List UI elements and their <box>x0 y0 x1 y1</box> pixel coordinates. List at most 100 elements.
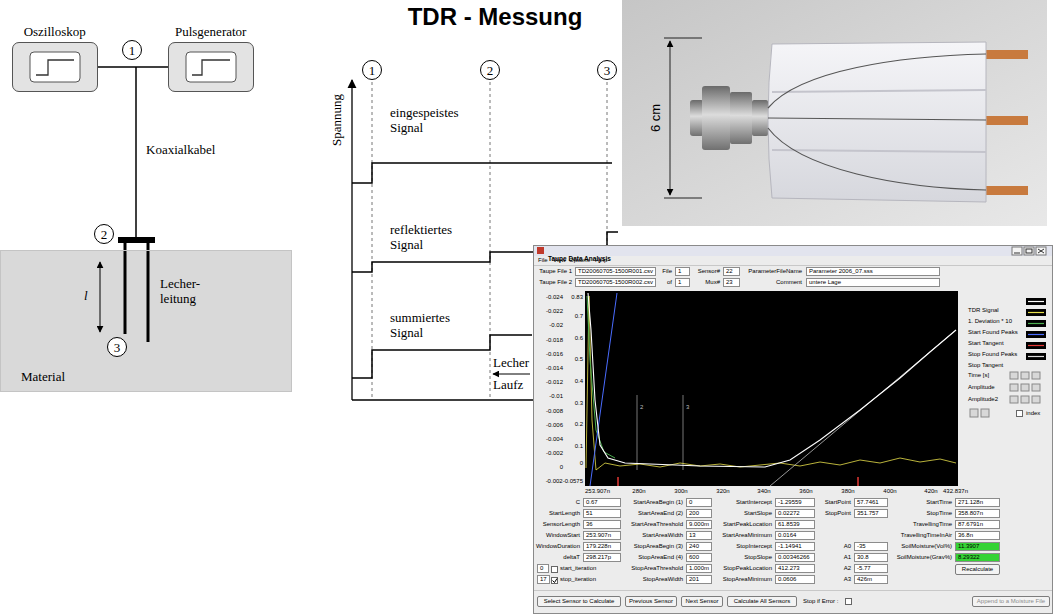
field-label: StartLength <box>549 510 580 517</box>
value-field: 1.000m <box>686 564 712 573</box>
axis-tick: -0.018 <box>546 337 563 344</box>
callout-number: 1 <box>122 40 142 60</box>
node-label: Material <box>21 369 65 384</box>
legend-swatch <box>1026 309 1046 316</box>
legend-text: Stop Tangent <box>968 362 1003 368</box>
legend-text: Start Tangent <box>968 340 1004 346</box>
field-label: StartAreaMinimum <box>722 532 772 539</box>
value-field: -35 <box>854 542 888 551</box>
menu-item: Help <box>595 257 607 264</box>
legend-swatch <box>1026 298 1046 305</box>
axis-tick: -0.006 <box>546 422 563 429</box>
menu-separator <box>533 265 1053 266</box>
probe-rod <box>124 243 127 334</box>
x-axis <box>352 399 533 400</box>
value-field: 0.0164 <box>775 531 815 540</box>
value-field: 61.8539 <box>775 520 815 529</box>
node-label: Oszilloskop <box>24 24 86 40</box>
instrument-fill <box>168 42 254 92</box>
time-marker <box>490 82 491 400</box>
field-label: A0 <box>844 543 851 550</box>
title-bar <box>533 245 1053 256</box>
plot-gridline <box>683 395 684 470</box>
field-label: StopPoint <box>825 510 851 517</box>
menu-item: File <box>538 257 548 264</box>
coax-cable <box>135 67 137 237</box>
peak-marker <box>617 477 619 486</box>
signal-label: summiertes Signal <box>390 310 472 340</box>
callout-text: 3 <box>114 340 121 355</box>
runtime-label: Lecher <box>493 355 529 370</box>
value-field: 36 <box>583 520 621 529</box>
axis-tick: 0.83 <box>571 294 583 301</box>
runtime-label: Laufz <box>493 377 523 392</box>
value-field: 600 <box>686 553 712 562</box>
field-label: TravellingTimeInAir <box>901 532 952 539</box>
field-label: StopAreaEnd (4) <box>638 554 683 561</box>
legend-line <box>1028 312 1044 313</box>
callout-text: 1 <box>129 43 136 58</box>
axis-tick: -0.02 <box>549 322 563 329</box>
tool-icon <box>1021 372 1029 379</box>
field-label: A1 <box>844 554 851 561</box>
page-title: TDR - Messung <box>380 3 610 31</box>
legend-item: TDR Signal <box>968 298 1048 306</box>
tool-icon <box>1010 384 1018 391</box>
field-label: Comment <box>776 279 802 286</box>
probe-wire <box>768 54 986 108</box>
connector <box>702 86 730 150</box>
menu-item: Options <box>569 257 590 264</box>
push-button: Previous Sensor <box>625 596 677 607</box>
dimension-tick <box>664 198 702 199</box>
photo-background <box>622 0 1047 226</box>
field-label: deltaT <box>563 554 580 561</box>
legend-text: 1. Deviation * 10 <box>968 318 1012 324</box>
text-field: untere Lage <box>806 278 940 287</box>
screen-icon <box>186 52 236 82</box>
field-label: StartPeakLocation <box>723 521 772 528</box>
probe-plate <box>768 42 986 202</box>
axis-tick: 280n <box>632 488 645 495</box>
tool-icon <box>981 409 989 417</box>
field-label: StopAreaMinimum <box>723 576 772 583</box>
signal-label: eingespeistes Signal <box>390 105 472 135</box>
value-field: 201 <box>686 575 712 584</box>
callout-number: 2 <box>480 60 500 80</box>
push-button: Recalculate <box>955 564 1000 575</box>
control-label: Time [s] <box>968 372 989 379</box>
axis-tick: 420n <box>924 488 937 495</box>
axis-tick: 380n <box>841 488 854 495</box>
plot-marker: 3 <box>686 404 689 411</box>
instrument-fill <box>12 42 98 92</box>
control-label: Amplitude <box>968 384 995 391</box>
axis-tick: 253.907n <box>585 488 610 495</box>
axis-label: Spannung <box>329 94 344 146</box>
value-field: 0.02272 <box>775 509 815 518</box>
length-arrow <box>100 262 101 332</box>
value-field: 271.128n <box>955 498 1000 507</box>
window-button <box>1014 253 1020 254</box>
menu-item: View <box>553 257 566 264</box>
axis-tick: 0.1 <box>575 443 583 450</box>
field-label: ParameterFileName <box>748 268 802 275</box>
legend-line <box>1028 356 1044 357</box>
checkbox <box>552 567 558 573</box>
callout-text: 2 <box>487 63 494 78</box>
value-field: -1.14941 <box>775 542 815 551</box>
length-label: l <box>84 288 88 303</box>
signal-trace <box>352 335 532 378</box>
legend-text: Start Found Peaks <box>968 329 1018 335</box>
axis-tick: -0.022 <box>546 308 563 315</box>
value-field: 0.67 <box>583 498 621 507</box>
legend-text: Stop Found Peaks <box>968 351 1017 357</box>
plot-marker: 2 <box>640 404 643 411</box>
value-field: 13 <box>686 531 712 540</box>
value-field: 0.00346266 <box>775 553 815 562</box>
push-button: Calculate All Sensors <box>727 596 797 607</box>
legend-line <box>1028 323 1044 324</box>
axis-tick: 320n <box>716 488 729 495</box>
axis-tick: 340n <box>757 488 770 495</box>
result-field: 11.3907 <box>955 542 1000 551</box>
